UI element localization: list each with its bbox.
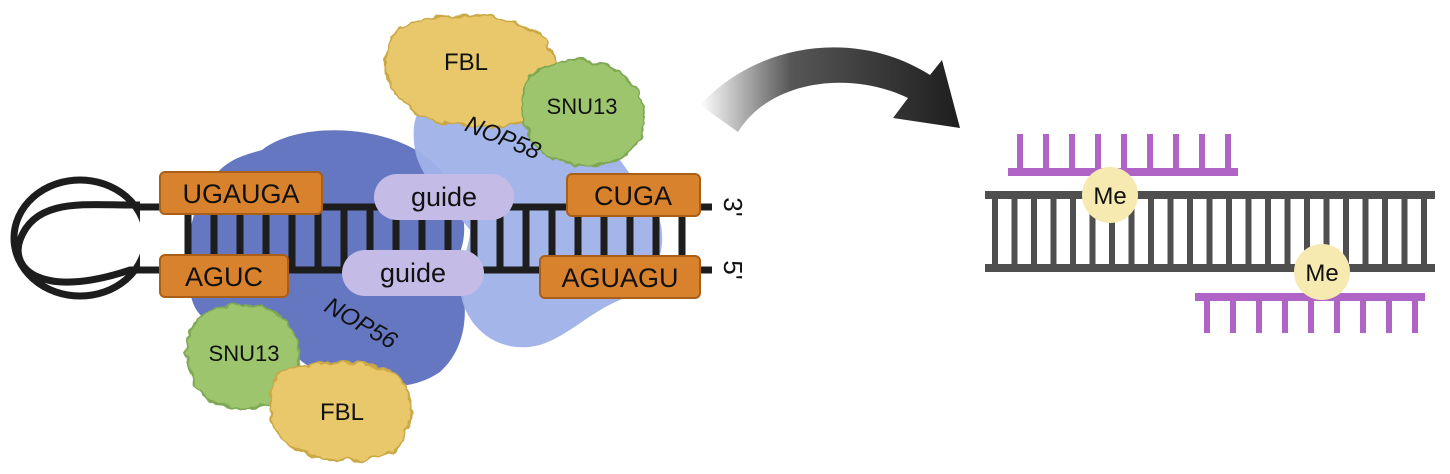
fbl-top-protein: FBL [384,14,559,128]
methyl-group-bottom: Me [1294,244,1350,300]
guide-top: guide [374,174,514,220]
methyl-group-top: Me [1082,167,1138,223]
guide-bottom-label: guide [380,258,446,288]
five-prime-label: 5' [718,260,748,279]
rna-loop [14,201,164,286]
guide-top-label: guide [411,182,477,212]
box-top-right: CUGA [566,173,701,217]
snu13-top-protein: SNU13 [521,59,646,167]
snu13-top-label: SNU13 [547,94,618,119]
snu13-bottom-label: SNU13 [209,341,280,366]
snornp-complex: UGAUGA CUGA AGUC AGUAGU guide guide 3' 5… [10,14,748,462]
guide-bottom: guide [342,250,484,296]
box-label-aguc: AGUC [185,262,263,292]
fbl-top-label: FBL [444,49,488,76]
fbl-bottom-label: FBL [320,399,364,426]
box-top-left: UGAUGA [159,171,323,215]
three-prime-label: 3' [718,197,748,216]
box-bottom-right: AGUAGU [539,255,701,299]
methyl-bottom-label: Me [1305,260,1338,287]
snorna-comb-bottom [1195,293,1425,333]
methyl-top-label: Me [1093,183,1126,210]
box-label-cuga: CUGA [594,181,672,211]
box-label-ugauga: UGAUGA [182,179,299,209]
transition-arrow [700,47,960,132]
target-base-pairs [992,195,1427,268]
snorna-comb-top [1008,134,1238,176]
methylated-target-rna: Me Me [985,134,1435,333]
fbl-bottom-protein: FBL [268,361,413,462]
box-bottom-left: AGUC [159,254,289,298]
box-label-aguagu: AGUAGU [561,263,678,293]
snu13-bottom-protein: SNU13 [185,303,300,411]
